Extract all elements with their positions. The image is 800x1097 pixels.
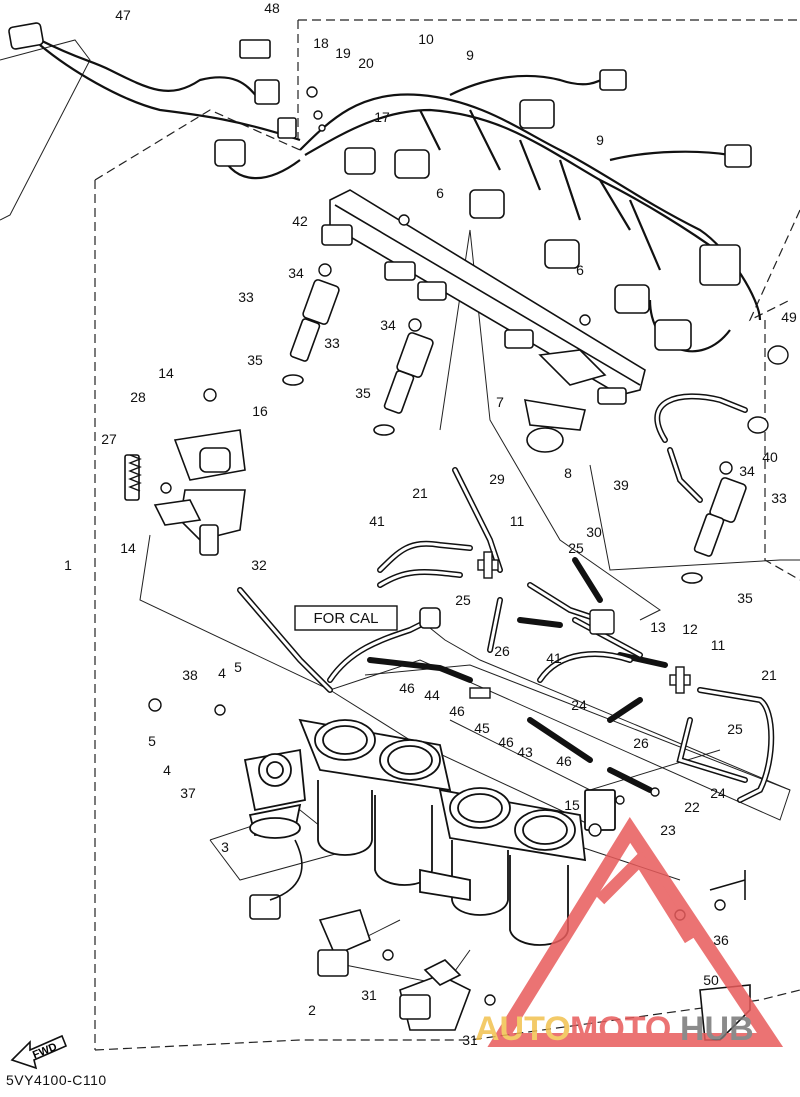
callout-11: 11 — [510, 513, 525, 529]
callout-35: 35 — [247, 352, 263, 368]
callout-47: 47 — [115, 7, 131, 23]
callout-7: 7 — [496, 394, 504, 410]
callout-29: 29 — [489, 471, 505, 487]
callout-10: 10 — [418, 31, 434, 47]
callout-42: 42 — [292, 213, 308, 229]
spring — [128, 454, 142, 492]
callout-46: 46 — [498, 734, 514, 750]
callout-12: 12 — [682, 621, 698, 637]
injector — [681, 477, 747, 584]
callout-31: 31 — [361, 987, 377, 1003]
callout-19: 19 — [335, 45, 351, 61]
callout-34: 34 — [380, 317, 396, 333]
callout-4: 4 — [163, 762, 171, 778]
drawing-code: 5VY4100-C110 — [6, 1072, 107, 1088]
callout-30: 30 — [586, 524, 602, 540]
callout-14: 14 — [158, 365, 174, 381]
fuel-injectors — [282, 279, 747, 584]
hose-inner — [238, 394, 773, 802]
callout-23: 23 — [660, 822, 676, 838]
callout-33: 33 — [324, 335, 340, 351]
assembly-boundary — [94, 19, 800, 1051]
callout-24: 24 — [710, 785, 726, 801]
pressure-regulator — [124, 399, 586, 556]
injector — [282, 279, 340, 386]
sensors — [249, 607, 751, 1041]
callout-21: 21 — [761, 667, 777, 683]
callout-34: 34 — [739, 463, 755, 479]
callout-46: 46 — [556, 753, 572, 769]
callout-41: 41 — [546, 650, 562, 666]
t-joints — [469, 345, 789, 699]
callout-49: 49 — [781, 309, 797, 325]
callout-22: 22 — [684, 799, 700, 815]
callout-9: 9 — [596, 132, 604, 148]
callout-25: 25 — [455, 592, 471, 608]
watermark-text-auto: AUTO — [475, 1010, 571, 1048]
callout-18: 18 — [313, 35, 329, 51]
callout-14: 14 — [120, 540, 136, 556]
callout-37: 37 — [180, 785, 196, 801]
callout-26: 26 — [494, 643, 510, 659]
callout-9: 9 — [466, 47, 474, 63]
callout-20: 20 — [358, 55, 374, 71]
callout-41: 41 — [369, 513, 385, 529]
callout-16: 16 — [252, 403, 268, 419]
callout-1: 1 — [64, 557, 72, 573]
throttle-bodies — [243, 718, 616, 946]
callout-43: 43 — [517, 744, 533, 760]
callout-28: 28 — [130, 389, 146, 405]
callout-40: 40 — [762, 449, 778, 465]
callout-26: 26 — [633, 735, 649, 751]
callout-39: 39 — [613, 477, 629, 493]
harness-connectors — [8, 22, 752, 351]
watermark-logo: AUTO MOTO HUB — [475, 817, 784, 1048]
callout-46: 46 — [399, 680, 415, 696]
callout-5: 5 — [148, 733, 156, 749]
fwd-label: FWD — [31, 1041, 59, 1062]
callout-27: 27 — [101, 431, 117, 447]
callout-labels: 1234455667899101111121314141516171819202… — [64, 0, 797, 1048]
injector — [373, 332, 434, 436]
callout-38: 38 — [182, 667, 198, 683]
callout-2: 2 — [308, 1002, 316, 1018]
fwd-arrow: FWD — [10, 1034, 68, 1070]
wire-harness — [39, 39, 762, 353]
callout-31: 31 — [462, 1032, 478, 1048]
callout-35: 35 — [355, 385, 371, 401]
callout-6: 6 — [436, 185, 444, 201]
callout-3: 3 — [221, 839, 229, 855]
callout-45: 45 — [474, 720, 490, 736]
callout-6: 6 — [576, 262, 584, 278]
callout-44: 44 — [424, 687, 440, 703]
callout-50: 50 — [703, 972, 719, 988]
fuel-rail — [321, 189, 646, 405]
callout-5: 5 — [234, 659, 242, 675]
callout-17: 17 — [374, 109, 390, 125]
callout-32: 32 — [251, 557, 267, 573]
small-cables — [269, 839, 746, 901]
callout-35: 35 — [737, 590, 753, 606]
callout-25: 25 — [727, 721, 743, 737]
callout-21: 21 — [412, 485, 428, 501]
callout-33: 33 — [771, 490, 787, 506]
for-cal-label: FOR CAL — [313, 610, 378, 627]
for-cal-box: FOR CAL — [294, 605, 398, 631]
callout-4: 4 — [218, 665, 226, 681]
callout-33: 33 — [238, 289, 254, 305]
watermark-text-hub: HUB — [680, 1010, 754, 1048]
callout-36: 36 — [713, 932, 729, 948]
callout-11: 11 — [711, 637, 726, 653]
callout-46: 46 — [449, 703, 465, 719]
callout-34: 34 — [288, 265, 304, 281]
watermark-text-moto: MOTO — [570, 1010, 671, 1048]
callout-48: 48 — [264, 0, 280, 16]
callout-24: 24 — [571, 697, 587, 713]
callout-8: 8 — [564, 465, 572, 481]
callout-15: 15 — [564, 797, 580, 813]
callout-25: 25 — [568, 540, 584, 556]
callout-13: 13 — [650, 619, 666, 635]
